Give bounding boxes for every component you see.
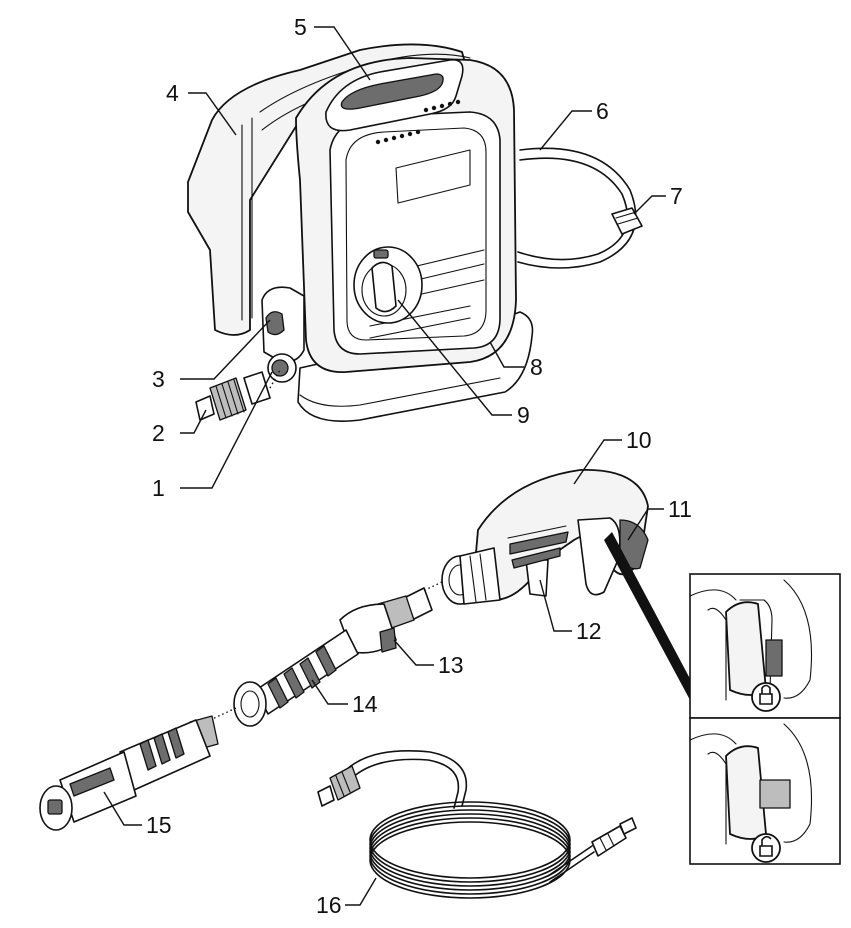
callout-3: 3 — [152, 366, 165, 392]
callout-16: 16 — [316, 892, 342, 918]
callout-4: 4 — [166, 80, 179, 106]
nozzle-ribs — [139, 727, 185, 771]
spray-lance — [209, 587, 433, 727]
high-pressure-hose — [317, 750, 637, 899]
inset-locked — [689, 579, 813, 712]
vent-row — [375, 99, 461, 145]
callout-1: 1 — [152, 475, 165, 501]
callout-10: 10 — [626, 427, 652, 453]
padlock-closed-icon — [759, 693, 773, 705]
callout-12: 12 — [576, 618, 602, 644]
callout-11: 11 — [668, 496, 692, 522]
spray-nozzle — [39, 715, 219, 831]
spray-gun — [403, 469, 649, 605]
side-connectors — [261, 286, 305, 383]
callout-5: 5 — [294, 14, 307, 40]
padlock-open-icon — [759, 845, 773, 857]
leader-lines — [103, 26, 666, 906]
main-unit — [187, 43, 643, 422]
inset-panels — [604, 532, 841, 865]
callout-9: 9 — [517, 402, 530, 428]
callout-8: 8 — [530, 354, 543, 380]
rear-housing — [187, 43, 471, 336]
callout-14: 14 — [352, 691, 378, 717]
inset-unlocked — [689, 723, 813, 863]
callout-6: 6 — [596, 98, 609, 124]
callout-13: 13 — [438, 652, 464, 678]
callout-2: 2 — [152, 420, 165, 446]
callout-labels: 1 2 3 4 5 6 7 8 9 10 11 12 13 14 15 16 — [146, 14, 692, 918]
lance-ribs — [267, 645, 337, 709]
inlet-adapter — [195, 369, 281, 421]
callout-7: 7 — [670, 183, 683, 209]
attached-hose — [517, 147, 643, 269]
power-knob — [353, 246, 423, 324]
callout-15: 15 — [146, 812, 172, 838]
